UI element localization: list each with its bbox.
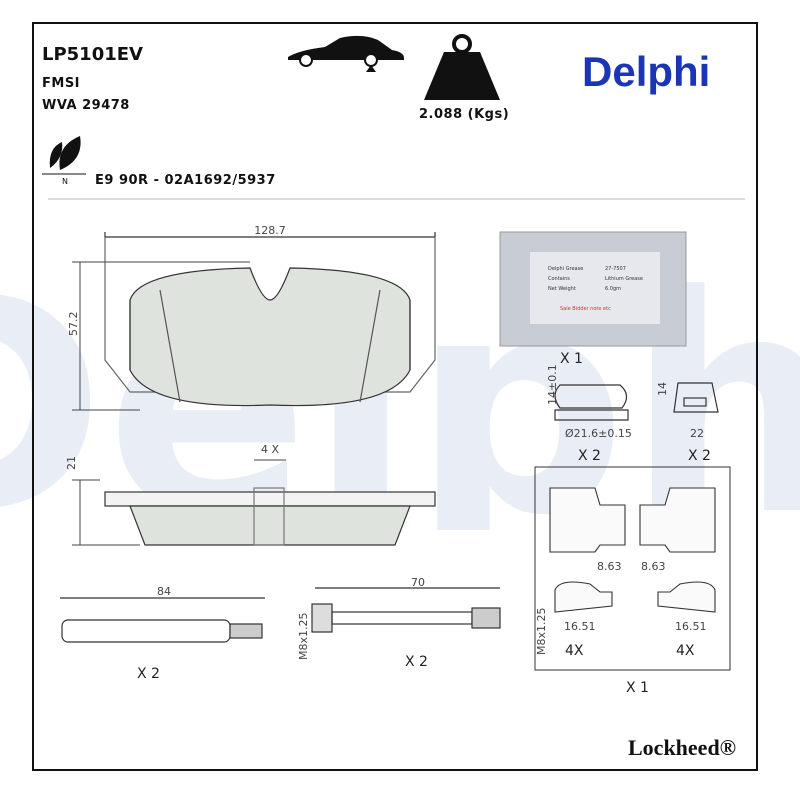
guide-pin-2 xyxy=(311,587,501,633)
clip-kit-frame xyxy=(534,466,731,671)
svg-text:16.51: 16.51 xyxy=(675,620,707,633)
eco-leaf-icon: N xyxy=(42,136,86,186)
svg-text:X 1: X 1 xyxy=(560,351,583,367)
grease-packet: Delphi Grease Contains Net Weight 27-750… xyxy=(499,231,687,347)
svg-text:M8x1.25: M8x1.25 xyxy=(297,613,310,661)
car-icon xyxy=(288,35,404,72)
svg-text:6.0gm: 6.0gm xyxy=(605,286,621,292)
svg-text:4X: 4X xyxy=(565,643,584,659)
svg-text:4 X: 4 X xyxy=(261,443,279,456)
svg-text:4X: 4X xyxy=(676,643,695,659)
svg-text:X 2: X 2 xyxy=(405,654,428,670)
svg-text:X 2: X 2 xyxy=(137,666,160,682)
svg-text:14±0.1: 14±0.1 xyxy=(546,364,559,405)
svg-text:27-7507: 27-7507 xyxy=(605,266,626,272)
svg-text:X 2: X 2 xyxy=(578,448,601,464)
svg-text:22: 22 xyxy=(690,427,704,440)
part-number: LP5101EV xyxy=(42,44,143,65)
approval-number: E9 90R - 02A1692/5937 xyxy=(95,173,276,188)
svg-text:57.2: 57.2 xyxy=(67,312,80,337)
brake-pad-front-view xyxy=(104,232,436,407)
guide-pin-1 xyxy=(60,597,265,643)
dust-boot xyxy=(554,384,629,421)
svg-text:Sale Bidder note etc: Sale Bidder note etc xyxy=(560,306,611,312)
sheet-frame xyxy=(32,22,758,771)
svg-text:14: 14 xyxy=(656,382,669,396)
delphi-logo: Delphi xyxy=(582,48,711,95)
svg-text:21: 21 xyxy=(65,456,78,470)
svg-text:8.63: 8.63 xyxy=(641,560,666,573)
svg-text:N: N xyxy=(62,177,68,186)
wva-number: WVA 29478 xyxy=(42,98,130,113)
svg-text:Delphi Grease: Delphi Grease xyxy=(548,266,583,272)
svg-text:8.63: 8.63 xyxy=(597,560,622,573)
svg-text:16.51: 16.51 xyxy=(564,620,596,633)
svg-text:M8x1.25: M8x1.25 xyxy=(535,608,548,656)
svg-text:Ø21.6±0.15: Ø21.6±0.15 xyxy=(565,427,632,440)
svg-text:X 1: X 1 xyxy=(626,680,649,696)
svg-text:128.7: 128.7 xyxy=(254,224,286,237)
weight-value: 2.088 (Kgs) xyxy=(419,107,510,122)
guide-cap xyxy=(673,382,719,413)
brake-pad-side-view xyxy=(104,487,436,546)
svg-text:Lithium Grease: Lithium Grease xyxy=(605,276,643,282)
svg-text:84: 84 xyxy=(157,585,171,598)
fmsi-label: FMSI xyxy=(42,76,81,91)
svg-text:X 2: X 2 xyxy=(688,448,711,464)
svg-text:Contains: Contains xyxy=(548,276,570,282)
svg-text:Net Weight: Net Weight xyxy=(548,286,576,292)
clips xyxy=(549,487,716,613)
svg-text:70: 70 xyxy=(411,576,425,589)
lockheed-logo: Lockheed® xyxy=(628,735,737,760)
weight-icon xyxy=(424,34,500,100)
